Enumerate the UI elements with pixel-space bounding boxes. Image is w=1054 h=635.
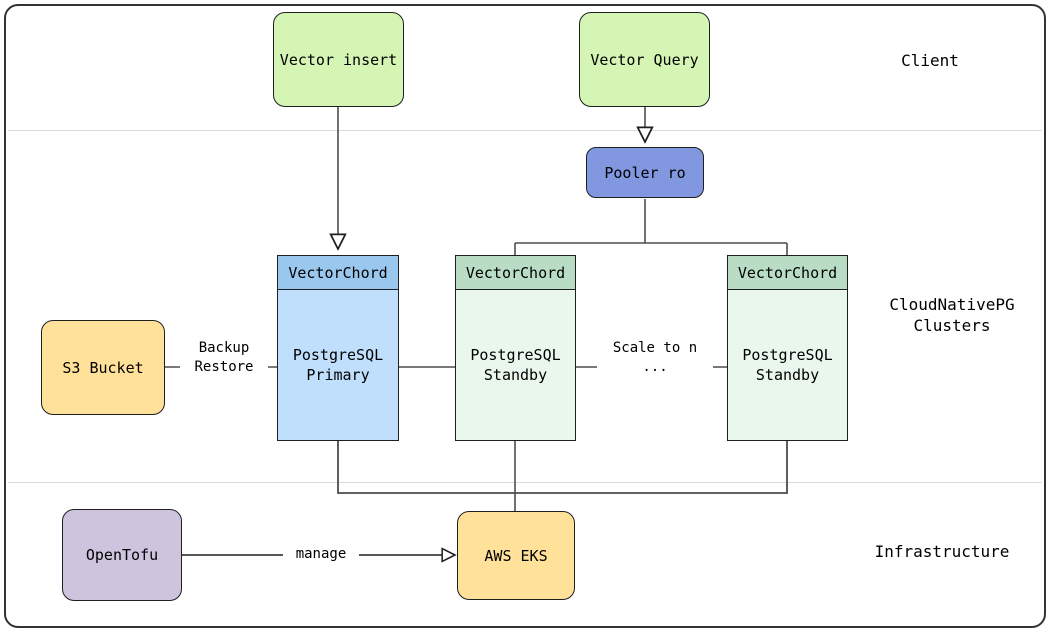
node-standby-1-vectorchord-header: VectorChord xyxy=(456,256,575,290)
node-postgresql-standby-1[interactable]: VectorChord PostgreSQL Standby xyxy=(455,255,576,441)
node-s3-bucket[interactable]: S3 Bucket xyxy=(41,320,165,415)
node-standby-n-vectorchord-header: VectorChord xyxy=(728,256,847,290)
lane-label-infrastructure: Infrastructure xyxy=(874,542,1010,561)
node-pooler-ro-label: Pooler ro xyxy=(604,163,686,182)
lane-label-cloudnativepg-clusters: CloudNativePG Clusters xyxy=(889,295,1015,335)
node-vector-insert-label: Vector insert xyxy=(279,50,398,69)
lane-divider-cnpg-infrastructure xyxy=(8,482,1042,483)
node-opentofu-label: OpenTofu xyxy=(85,546,159,564)
lane-divider-client-cnpg xyxy=(8,130,1042,131)
node-primary-body: PostgreSQL Primary xyxy=(292,346,384,384)
edge-label-backup-restore: Backup Restore xyxy=(180,339,268,377)
node-aws-eks[interactable]: AWS EKS xyxy=(457,511,575,600)
edge-label-manage: manage xyxy=(283,545,359,564)
node-postgresql-primary[interactable]: VectorChord PostgreSQL Primary xyxy=(277,255,399,441)
node-standby-n-body: PostgreSQL Standby xyxy=(742,346,833,384)
edge-label-scale-to-n: Scale to n ... xyxy=(597,339,713,377)
lane-label-client: Client xyxy=(901,51,959,70)
node-pooler-ro[interactable]: Pooler ro xyxy=(586,147,704,198)
node-opentofu[interactable]: OpenTofu xyxy=(62,509,182,601)
node-postgresql-standby-n[interactable]: VectorChord PostgreSQL Standby xyxy=(727,255,848,441)
node-vector-insert[interactable]: Vector insert xyxy=(273,12,404,107)
node-primary-vectorchord-header: VectorChord xyxy=(278,256,398,290)
node-s3-bucket-label: S3 Bucket xyxy=(62,358,144,377)
node-standby-1-body: PostgreSQL Standby xyxy=(470,346,561,384)
node-vector-query-label: Vector Query xyxy=(590,50,699,69)
node-aws-eks-label: AWS EKS xyxy=(484,546,548,565)
node-vector-query[interactable]: Vector Query xyxy=(579,12,710,107)
